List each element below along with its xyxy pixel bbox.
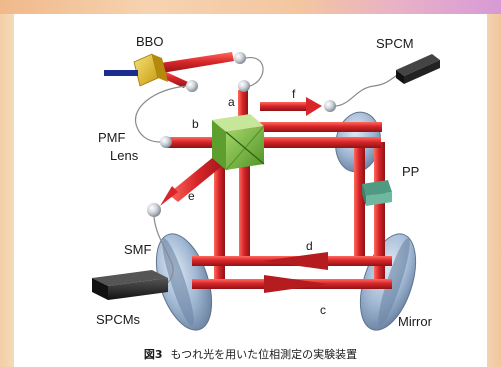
label-c: c bbox=[320, 303, 326, 317]
beam-vertical-center bbox=[239, 144, 250, 262]
fiber-spcm bbox=[335, 71, 405, 107]
beam-vertical-right bbox=[354, 142, 365, 258]
label-d: d bbox=[306, 239, 313, 253]
beam-e-arrow bbox=[160, 186, 178, 206]
optical-setup-diagram: BBO SPCM PMF Lens PP SMF SPCMs Mirror a … bbox=[92, 24, 462, 336]
coupler-lens bbox=[160, 136, 172, 148]
label-smf: SMF bbox=[124, 242, 152, 257]
coupler-f bbox=[324, 100, 336, 112]
beam-d-cone bbox=[262, 252, 328, 270]
coupler-bbo-top bbox=[234, 52, 246, 64]
phase-plate bbox=[362, 180, 392, 206]
label-f: f bbox=[292, 87, 296, 101]
beam-pump-out bbox=[154, 52, 234, 74]
figure-caption: 図3 もつれ光を用いた位相測定の実験装置 bbox=[14, 346, 487, 362]
label-e: e bbox=[188, 189, 195, 203]
beam-upper bbox=[222, 122, 382, 132]
beam-c-cone bbox=[264, 275, 328, 293]
beam-paths bbox=[154, 52, 392, 293]
beam-a bbox=[238, 90, 248, 130]
beam-f bbox=[260, 102, 306, 111]
label-pmf: PMF bbox=[98, 130, 126, 145]
fiber-top-loop bbox=[245, 57, 264, 87]
coupler-a bbox=[238, 80, 250, 92]
label-a: a bbox=[228, 95, 235, 109]
figure-card: BBO SPCM PMF Lens PP SMF SPCMs Mirror a … bbox=[14, 14, 487, 367]
beam-e bbox=[168, 150, 232, 202]
fiber-pmf bbox=[134, 85, 187, 143]
label-mirror: Mirror bbox=[398, 314, 433, 329]
beam-vertical-far-right bbox=[374, 142, 385, 284]
bbo-crystal bbox=[104, 53, 168, 87]
caption-figure-number: 図3 bbox=[143, 348, 163, 361]
label-lens: Lens bbox=[110, 148, 139, 163]
top-decorative-band bbox=[0, 0, 501, 14]
pump-laser-beam bbox=[104, 70, 138, 76]
label-pp: PP bbox=[402, 164, 419, 179]
beam-b bbox=[166, 137, 381, 148]
label-spcms: SPCMs bbox=[96, 312, 141, 327]
caption-text: もつれ光を用いた位相測定の実験装置 bbox=[170, 348, 358, 361]
label-spcm: SPCM bbox=[376, 36, 414, 51]
label-b: b bbox=[192, 117, 199, 131]
beam-f-arrow bbox=[306, 97, 322, 116]
coupler-smf bbox=[147, 203, 161, 217]
beam-vertical-left bbox=[214, 144, 225, 286]
label-bbo: BBO bbox=[136, 34, 163, 49]
setup-svg: BBO SPCM PMF Lens PP SMF SPCMs Mirror a … bbox=[92, 34, 440, 331]
beam-splitter-cube bbox=[212, 114, 265, 171]
coupler-bbo-low bbox=[186, 80, 198, 92]
spcm-detector bbox=[396, 54, 440, 84]
spcms-detector bbox=[92, 270, 168, 300]
